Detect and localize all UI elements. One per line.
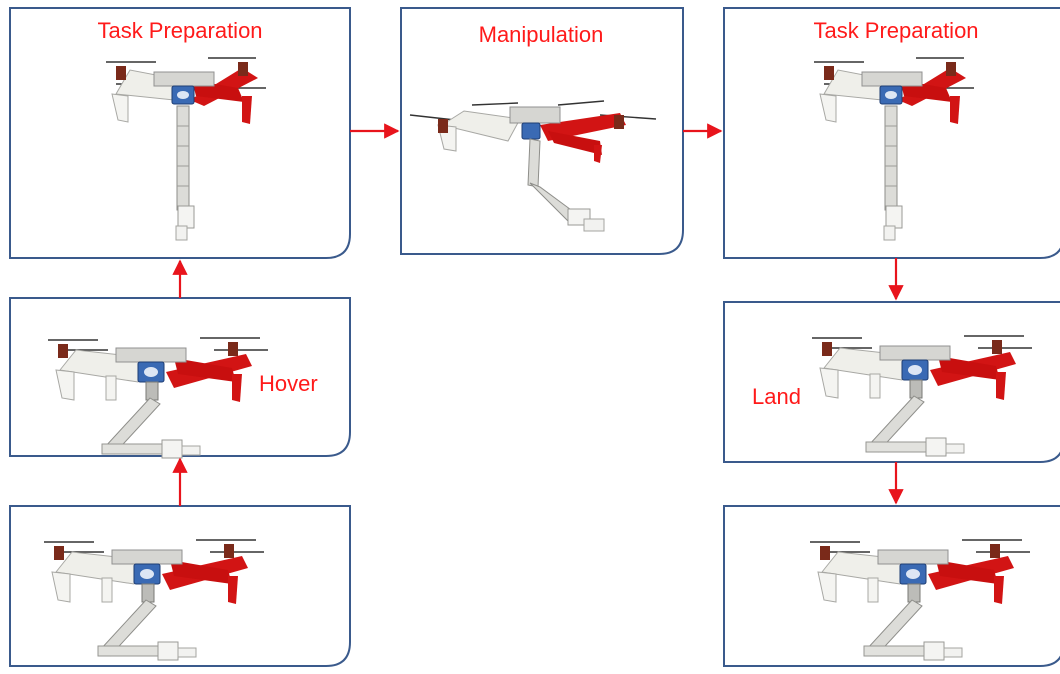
panel-label-land: Land [752,384,801,409]
panel-task-preparation-right: Task Preparation [723,7,1060,259]
panel-label-manipulation: Manipulation [479,22,604,47]
panel-hover: Hover [9,297,351,459]
panel-manipulation: Manipulation [400,7,684,255]
panel-bottom-right [723,505,1060,667]
panel-task-preparation-left: Task Preparation [9,7,351,259]
panel-bottom-left [9,505,351,667]
panel-label-hover: Hover [259,371,318,396]
flow-arrows [172,123,904,506]
panel-land: Land [723,301,1060,463]
panel-label-task-preparation-right: Task Preparation [813,18,978,43]
panel-label-task-preparation-left: Task Preparation [97,18,262,43]
